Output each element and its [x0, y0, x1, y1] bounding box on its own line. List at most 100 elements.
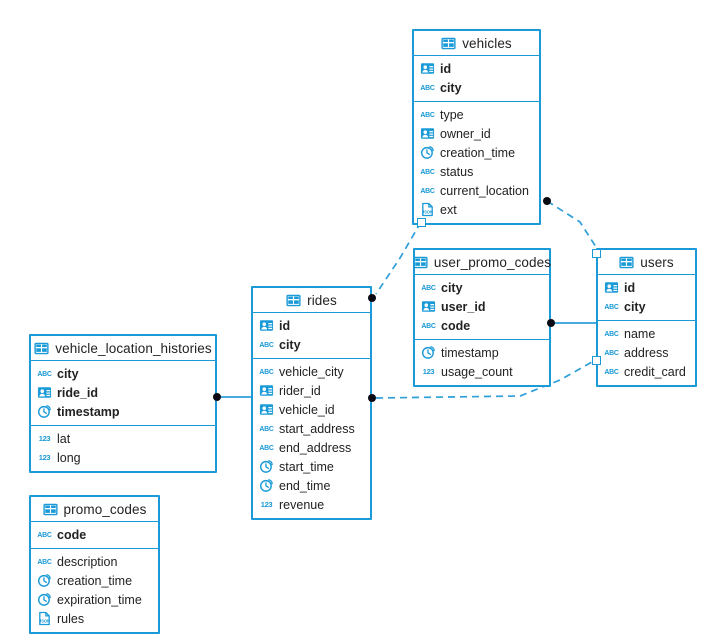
svg-text:ABC: ABC	[604, 331, 618, 338]
column-row[interactable]: timestamp	[415, 343, 549, 362]
abc-string-icon: ABC	[421, 285, 436, 292]
column-name: address	[624, 345, 669, 360]
table-header[interactable]: users	[598, 250, 695, 275]
column-row[interactable]: 123 usage_count	[415, 362, 549, 381]
column-row[interactable]: ABC code	[31, 525, 158, 544]
column-row[interactable]: id	[253, 316, 370, 335]
123-number-icon: 123	[423, 367, 435, 376]
column-row[interactable]: end_time	[253, 476, 370, 495]
column-row[interactable]: start_time	[253, 457, 370, 476]
abc-string-icon: ABC	[37, 371, 52, 378]
json-doc-icon: JSON	[39, 611, 50, 626]
svg-text:ABC: ABC	[421, 285, 435, 292]
column-row[interactable]: ride_id	[31, 383, 215, 402]
svg-text:ABC: ABC	[604, 350, 618, 357]
table-icon	[413, 256, 428, 268]
column-name: credit_card	[624, 364, 686, 379]
clock-icon	[37, 593, 51, 606]
column-name: expiration_time	[57, 592, 142, 607]
column-name: current_location	[440, 183, 529, 198]
column-row[interactable]: timestamp	[31, 402, 215, 421]
table-header[interactable]: user_promo_codes	[413, 250, 551, 275]
table-header[interactable]: rides	[253, 288, 370, 313]
column-row[interactable]: vehicle_id	[253, 400, 370, 419]
column-row[interactable]: id	[598, 278, 695, 297]
relationship-vehicles-to-users[interactable]	[546, 200, 597, 248]
svg-text:ABC: ABC	[420, 112, 434, 119]
column-row[interactable]: ABC city	[253, 335, 370, 354]
column-row[interactable]: user_id	[415, 297, 549, 316]
column-row[interactable]: expiration_time	[31, 590, 158, 609]
svg-text:123: 123	[261, 500, 273, 509]
table-header[interactable]: vehicles	[414, 31, 539, 56]
key-id-icon	[604, 282, 619, 293]
column-row[interactable]: id	[414, 59, 539, 78]
svg-text:ABC: ABC	[37, 532, 51, 539]
key-id-icon	[259, 320, 274, 331]
column-name: rider_id	[279, 383, 321, 398]
column-name: rules	[57, 611, 85, 626]
column-name: ext	[440, 202, 457, 217]
column-name: creation_time	[440, 145, 516, 160]
column-row[interactable]: creation_time	[31, 571, 158, 590]
column-name: usage_count	[441, 364, 513, 379]
table-header[interactable]: promo_codes	[31, 497, 158, 522]
column-name: description	[57, 554, 118, 569]
svg-text:ABC: ABC	[421, 323, 435, 330]
svg-text:ABC: ABC	[604, 369, 618, 376]
svg-text:ABC: ABC	[37, 559, 51, 566]
column-name: id	[279, 318, 291, 333]
abc-string-icon: ABC	[420, 169, 435, 176]
column-row[interactable]: owner_id	[414, 124, 539, 143]
column-row[interactable]: creation_time	[414, 143, 539, 162]
column-name: city	[279, 337, 301, 352]
abc-string-icon: ABC	[604, 331, 619, 338]
svg-text:ABC: ABC	[420, 85, 434, 92]
column-row[interactable]: ABC address	[598, 343, 695, 362]
key-id-icon	[420, 128, 435, 139]
column-name: code	[57, 527, 87, 542]
abc-string-icon: ABC	[604, 369, 619, 376]
column-name: status	[440, 164, 474, 179]
column-row[interactable]: ABC description	[31, 552, 158, 571]
abc-string-icon: ABC	[37, 559, 52, 566]
column-name: start_time	[279, 459, 334, 474]
key-id-icon	[259, 385, 274, 396]
abc-string-icon: ABC	[604, 350, 619, 357]
column-row[interactable]: ABC credit_card	[598, 362, 695, 381]
column-row[interactable]: rider_id	[253, 381, 370, 400]
abc-string-icon: ABC	[259, 342, 274, 349]
column-row[interactable]: ABC status	[414, 162, 539, 181]
key-id-icon	[37, 387, 52, 398]
column-row[interactable]: JSON rules	[31, 609, 158, 628]
table-icon	[441, 37, 456, 49]
table-header[interactable]: vehicle_location_histories	[31, 336, 215, 361]
columns-section: ABC description creation_time expiration_ti…	[31, 549, 158, 632]
abc-string-icon: ABC	[604, 304, 619, 311]
